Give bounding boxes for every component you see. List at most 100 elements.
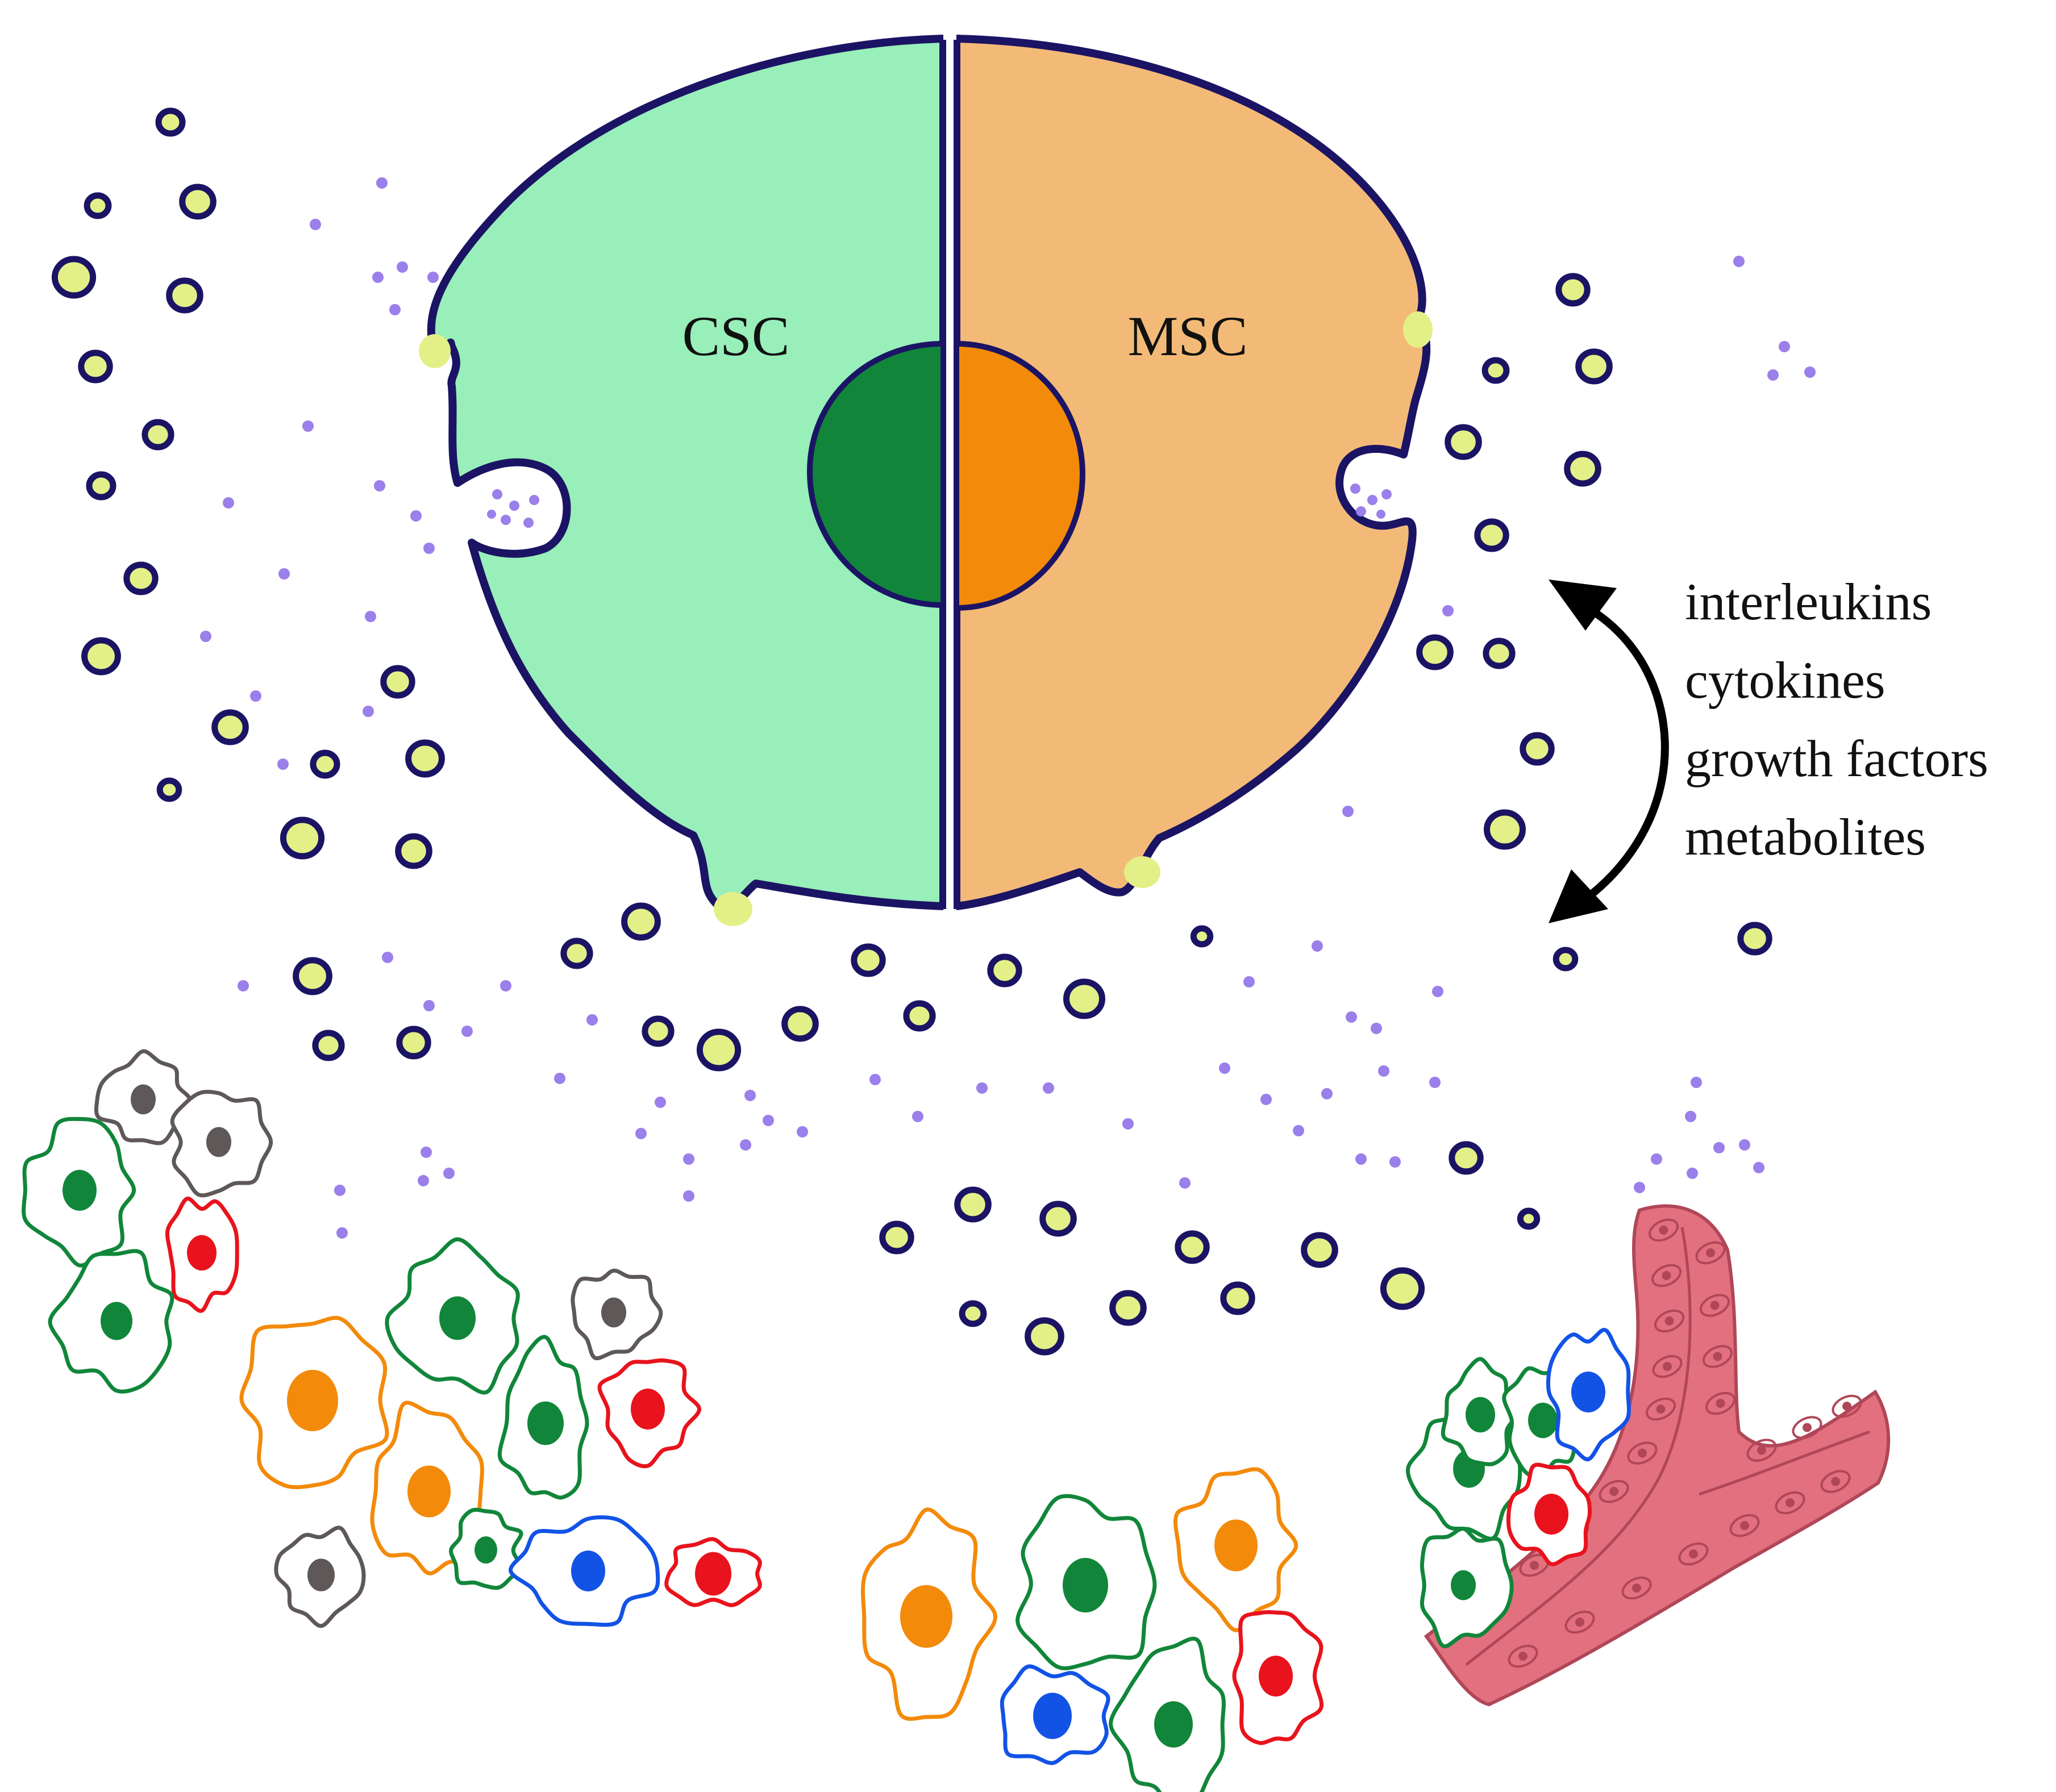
vesicle-icon: [1553, 947, 1579, 972]
green-cell-nucleus: [439, 1296, 476, 1340]
endothelial-nucleus: [1716, 1399, 1725, 1408]
molecule-dot: [740, 1139, 751, 1151]
vesicle-icon: [1109, 1290, 1147, 1326]
grey-cell-nucleus: [131, 1084, 156, 1115]
signal-exchange: interleukins cytokines growth factors me…: [1549, 573, 1988, 923]
csc-nucleus: [806, 340, 946, 609]
endothelial-cell: [1792, 1416, 1822, 1439]
vesicle-icon: [1416, 634, 1454, 670]
endothelial-cell: [1508, 1644, 1538, 1668]
molecule-dot: [1651, 1153, 1662, 1165]
molecule-dot: [1804, 366, 1816, 378]
molecule-dot: [427, 272, 439, 283]
vessel-wall: [1424, 1204, 1891, 1707]
endothelial-nucleus: [1656, 1405, 1666, 1414]
vesicle-icon: [959, 1300, 987, 1327]
vesicle-icon: [81, 637, 121, 676]
molecule-dot: [683, 1190, 694, 1202]
molecule-dot: [461, 1026, 473, 1037]
vesicle-icon: [1564, 451, 1601, 487]
molecule-dot: [334, 1185, 346, 1196]
arrow-head-bottom: [1549, 869, 1608, 923]
vesicle-icon: [1520, 732, 1555, 766]
endothelial-cell: [1820, 1470, 1851, 1493]
red-cell-nucleus: [1534, 1494, 1568, 1535]
vesicle-icon: [280, 816, 325, 860]
vesicle-icon: [1481, 357, 1510, 384]
molecule-dot: [976, 1082, 988, 1094]
vesicle-icon: [156, 777, 182, 802]
msc-membrane-vesicle: [1124, 856, 1160, 888]
molecule-dot: [443, 1168, 455, 1179]
vesicle-icon: [51, 256, 97, 299]
vesicle-icon: [1517, 1207, 1541, 1230]
molecule-dot: [1691, 1077, 1702, 1088]
endothelial-nucleus: [1575, 1618, 1584, 1627]
small-molecules: [200, 177, 1816, 1239]
endothelial-cell: [1702, 1345, 1733, 1368]
vesicle-icon: [396, 1026, 431, 1060]
molecule-dot: [1753, 1162, 1764, 1173]
molecule-dot: [200, 631, 211, 642]
molecule-dot: [586, 1014, 598, 1026]
molecule-dot: [397, 261, 408, 273]
vesicle-icon: [1575, 348, 1613, 385]
molecule-dot: [744, 1090, 756, 1101]
endothelial-nucleus: [1842, 1402, 1851, 1411]
csc-membrane-vesicle: [419, 334, 451, 368]
endothelial-nucleus: [1518, 1652, 1528, 1661]
endothelial-nucleus: [1706, 1248, 1715, 1257]
endothelial-nucleus: [1713, 1352, 1722, 1361]
endothelial-nucleus: [1710, 1301, 1720, 1310]
signal-label-metabolites: metabolites: [1685, 808, 1926, 866]
vesicle-icon: [86, 471, 116, 501]
cell-divider: [943, 34, 956, 912]
molecule-dot: [374, 480, 385, 491]
secreted-vesicles: [51, 107, 1772, 1356]
molecule-dot: [1739, 1139, 1750, 1151]
vesicle-icon: [293, 957, 332, 995]
msc-half-cell: MSC: [952, 35, 1433, 910]
molecule-dot: [1687, 1168, 1698, 1179]
vesicle-icon: [621, 902, 661, 941]
vesicle-icon: [123, 561, 159, 595]
molecule-dot: [655, 1097, 666, 1108]
signal-label-cytokines: cytokines: [1685, 651, 1886, 709]
vesicle-icon: [851, 943, 886, 977]
molecule-dot: [1179, 1177, 1191, 1189]
msc-pocket-molecules: [1350, 484, 1392, 519]
orange-cell-nucleus: [1214, 1519, 1258, 1572]
vesicle-icon: [179, 184, 217, 220]
molecule-dot: [421, 1147, 432, 1158]
csc-label: CSC: [682, 305, 789, 368]
molecule-dot: [423, 1000, 435, 1011]
endothelial-cell: [1729, 1514, 1760, 1537]
red-cell-nucleus: [1259, 1656, 1293, 1697]
red-cell-nucleus: [187, 1235, 217, 1271]
molecule-dot: [372, 272, 384, 283]
blue-cell-nucleus: [1033, 1693, 1072, 1739]
molecule-dot: [500, 980, 511, 991]
vesicle-icon: [1474, 518, 1509, 552]
green-cell-nucleus: [1451, 1570, 1476, 1601]
molecule-dot: [1346, 1011, 1357, 1023]
grey-cell-nucleus: [307, 1558, 335, 1591]
molecule-dot: [1442, 605, 1454, 616]
molecule-dot: [1685, 1111, 1696, 1122]
endothelial-cell: [1648, 1218, 1679, 1242]
molecule-dot: [763, 1115, 774, 1126]
vesicle-icon: [395, 833, 432, 869]
endothelial-nucleus: [1689, 1549, 1698, 1558]
molecule-dot: [1634, 1182, 1645, 1193]
vesicle-icon: [696, 1028, 742, 1072]
molecule-dot: [376, 177, 388, 189]
endothelial-cell: [1627, 1441, 1658, 1465]
signal-label-interleukins: interleukins: [1685, 573, 1932, 631]
vesicle-icon: [380, 665, 415, 699]
vesicle-icon: [1484, 809, 1526, 850]
vesicle-icon: [642, 1015, 675, 1047]
endothelial-nucleus: [1662, 1271, 1671, 1280]
orange-cell-nucleus: [900, 1585, 952, 1648]
vesicle-icon: [405, 739, 445, 778]
vesicle-icon: [84, 192, 112, 219]
